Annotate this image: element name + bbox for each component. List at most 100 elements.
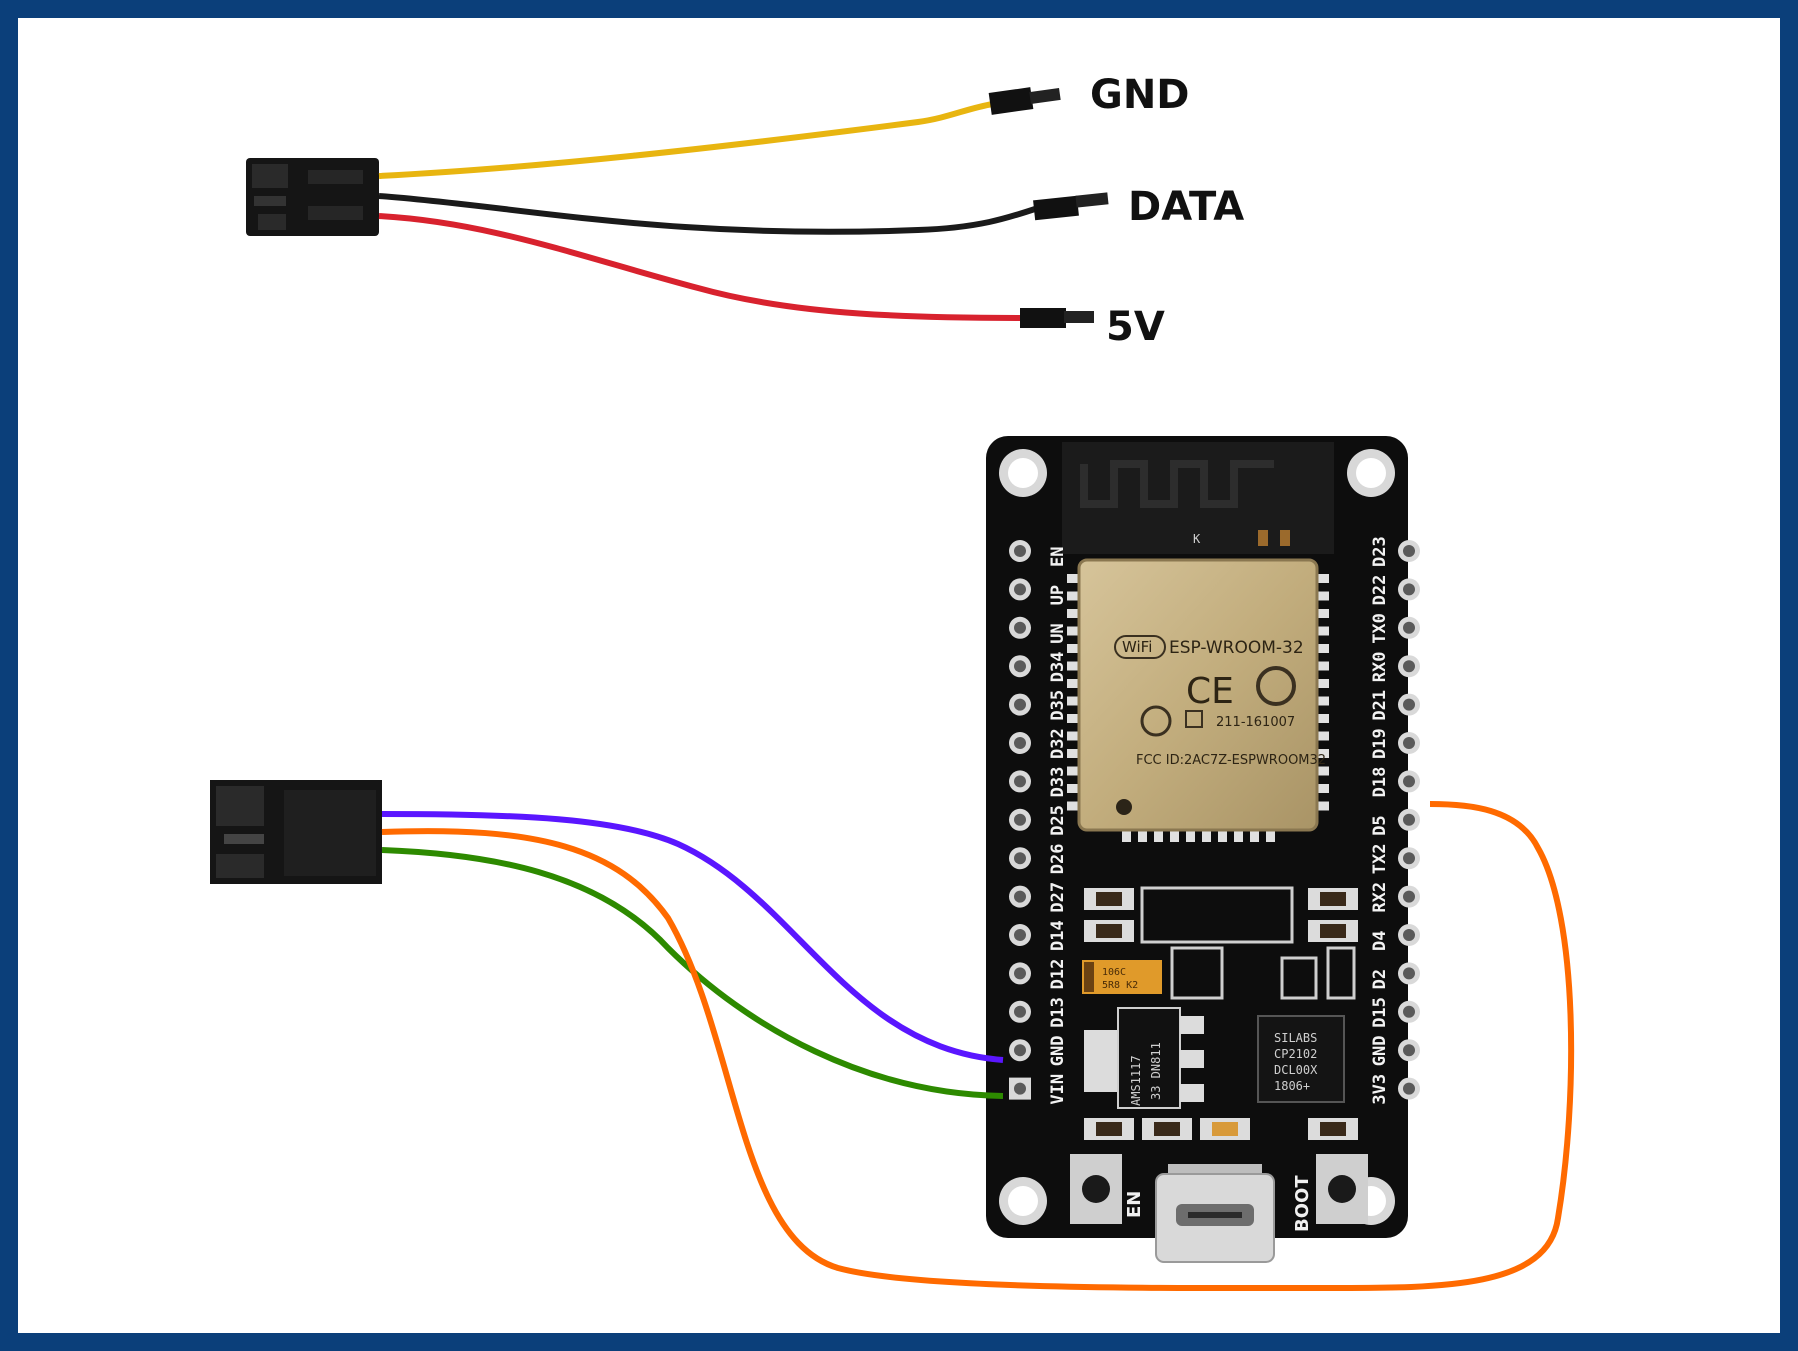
pin-label-tx2: TX2 [1370,843,1390,874]
esp-wroom-32-module: WiFi ESP-WROOM-32 CE 211-161007 FCC ID:2… [1077,558,1326,832]
gnd-label: GND [1090,72,1190,118]
cp2102-chip: SILABS CP2102 DCL00X 1806+ [1257,1015,1345,1103]
pin-hole [1009,693,1031,716]
pin-label-rx0: RX0 [1370,651,1390,682]
pin-label-up: UP [1048,585,1068,605]
pin-hole [1398,732,1420,754]
pin-label-d15: D15 [1370,997,1390,1028]
wiring-diagram: GND DATA 5V K [210,72,1575,1292]
regulator-text: AMS1117 [1129,1055,1143,1106]
espressif-logo [1256,666,1296,706]
pin-label-d33: D33 [1048,767,1068,798]
svg-text:SILABS: SILABS [1274,1031,1317,1045]
orange-wire [381,801,1575,1292]
pin-hole [1398,540,1420,562]
pin-label-un: UN [1048,623,1068,643]
regulator-text-2: 33 DN811 [1149,1042,1163,1100]
pin-hole [1009,616,1031,639]
right-pin-labels: D23D22TX0RX0D21D19D18D5TX2RX2D4D2D15GND3… [1370,536,1390,1104]
svg-text:106C: 106C [1102,967,1126,978]
pin-label-d14: D14 [1048,920,1068,951]
pin-hole [1009,847,1031,870]
left-pin-header [1009,540,1031,1100]
pin-hole [1398,1077,1420,1100]
diagram-canvas: GND DATA 5V K [18,18,1780,1333]
pin-hole [1398,924,1420,946]
pin-hole [1398,655,1420,678]
pin-label-d19: D19 [1370,728,1390,759]
pin-label-d21: D21 [1370,690,1390,721]
pin-label-d32: D32 [1048,728,1068,759]
pin-hole [1398,1039,1420,1062]
pin-label-3v3: 3V3 [1370,1074,1390,1105]
pin-label-d2: D2 [1370,969,1390,989]
pin-hole [1009,924,1031,946]
pin-label-d22: D22 [1370,575,1390,606]
module-name: ESP-WROOM-32 [1169,638,1304,658]
data-dupont-tip [1033,192,1109,221]
pin-hole [1398,1000,1420,1023]
en-button[interactable]: EN [1070,1154,1145,1224]
pin-label-gnd: GND [1370,1035,1390,1066]
wifi-badge: WiFi [1114,635,1166,659]
green-wire [381,847,1004,1099]
right-pin-header [1398,540,1420,1100]
svg-text:1806+: 1806+ [1274,1079,1310,1093]
pin-hole [1009,655,1031,678]
svg-text:5R8 K2: 5R8 K2 [1102,980,1138,991]
5v-dupont-tip [1020,308,1094,328]
pin-label-d18: D18 [1370,767,1390,798]
red-wire [378,213,1029,321]
data-label: DATA [1128,184,1244,230]
bottom-connector [210,780,382,884]
antenna-mark: K [1193,532,1201,546]
smd-components: 106C 5R8 K2 [1082,886,1358,1000]
pin-hole [1398,770,1420,793]
en-button-label: EN [1124,1191,1145,1218]
ce-mark: CE [1186,671,1234,712]
pin-label-tx0: TX0 [1370,613,1390,644]
module-pads [1067,574,1329,842]
left-pin-labels: ENUPUND34D35D32D33D25D26D27D14D12D13GNDV… [1048,547,1068,1105]
pin-hole [1009,1077,1031,1100]
black-wire [378,193,1039,235]
pin-hole [1009,1000,1031,1023]
svg-text:CP2102: CP2102 [1274,1047,1317,1061]
pin-label-d26: D26 [1048,843,1068,874]
pin-label-en: EN [1048,547,1068,567]
pin-label-d34: D34 [1048,651,1068,682]
pin-hole [1009,885,1031,908]
pin-label-d4: D4 [1370,931,1390,951]
boot-button[interactable]: BOOT [1292,1154,1368,1232]
micro-usb-port[interactable] [1155,1164,1275,1263]
pin-label-gnd: GND [1048,1035,1068,1066]
antenna-area: K [1062,442,1334,554]
bottom-smd-row [1084,1118,1358,1140]
pin-label-d12: D12 [1048,959,1068,990]
top-connector-housing [246,158,379,236]
gnd-dupont-tip [988,87,1061,115]
pin-hole [1398,847,1420,870]
pin-label-d35: D35 [1048,690,1068,721]
pin-hole [1398,808,1420,831]
pin-hole [1398,693,1420,716]
pin-hole [1398,962,1420,985]
pin-label-d27: D27 [1048,882,1068,913]
pin-label-d13: D13 [1048,997,1068,1028]
pin-label-d5: D5 [1370,815,1390,835]
pin-label-d25: D25 [1048,805,1068,836]
pin-hole [1009,1039,1031,1062]
pin-hole [1009,540,1031,562]
pin-hole [1009,962,1031,985]
5v-label: 5V [1106,304,1165,350]
pin-hole [1009,578,1031,601]
pin-hole [1398,616,1420,639]
svg-text:DCL00X: DCL00X [1274,1063,1318,1077]
ams1117-regulator: AMS1117 33 DN811 [1084,1007,1204,1109]
pin-hole [1398,578,1420,601]
cert-logo [1140,705,1172,737]
cert-number: 211-161007 [1216,715,1295,730]
yellow-wire [378,101,994,179]
pin-hole [1009,732,1031,754]
pin-hole [1398,885,1420,908]
